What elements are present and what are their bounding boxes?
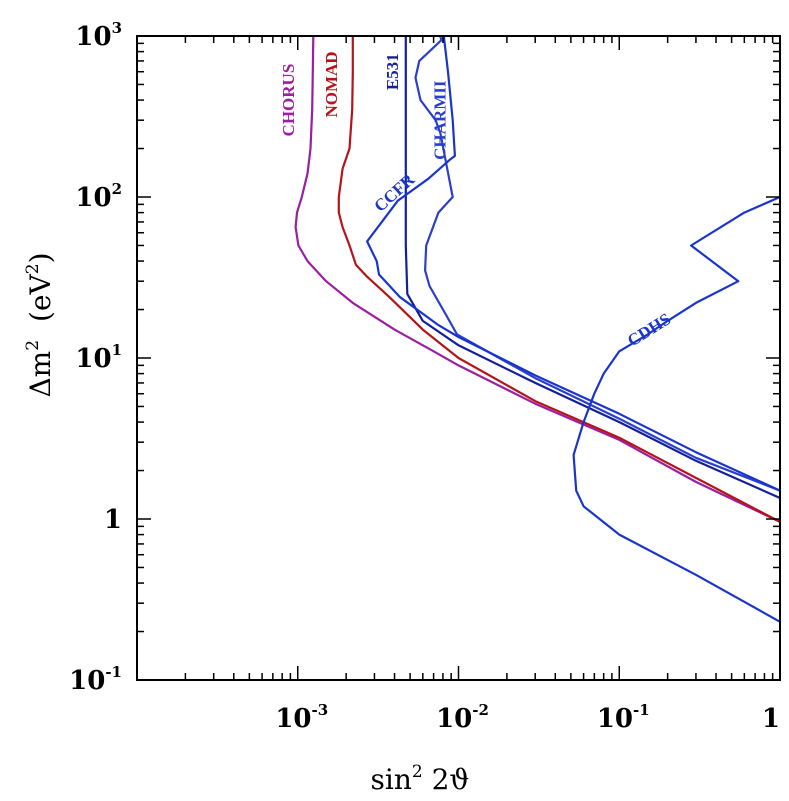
y-axis-title-unit: (eV — [24, 273, 57, 321]
ticks-layer — [136, 36, 780, 681]
y-tick-label: 101 — [75, 341, 122, 374]
y-axis-title-sup: 2 — [23, 340, 43, 351]
y-tick-label-exponent: 3 — [112, 19, 122, 37]
x-tick-label-exponent: -2 — [472, 701, 489, 719]
curve-label-e531: E531 — [383, 53, 402, 90]
y-tick-label-base: 10 — [75, 183, 111, 213]
x-tick-label: 10-2 — [436, 701, 489, 734]
x-tick-label-base: 10 — [436, 704, 472, 734]
curve-charmii — [414, 35, 781, 492]
curve-chorus — [294, 35, 781, 523]
x-tick-label-base: 10 — [275, 704, 311, 734]
y-tick-label-base: 10 — [75, 22, 111, 52]
curve-label-charmii: CHARMII — [430, 80, 449, 160]
x-axis-title-base: sin — [371, 763, 412, 796]
y-axis-title-unit-close: ) — [24, 252, 57, 263]
curves-layer — [294, 35, 781, 623]
y-tick-label-base: 10 — [69, 666, 105, 696]
y-tick-label: 103 — [75, 19, 122, 52]
curve-cdhs — [572, 195, 781, 623]
y-tick-label-base: 1 — [104, 505, 122, 535]
x-tick-label: 1 — [762, 704, 780, 734]
y-axis-title-unit-sup: 2 — [23, 263, 43, 274]
y-tick-label: 102 — [75, 180, 122, 213]
x-tick-label-base: 1 — [762, 704, 780, 734]
x-axis-title: sin2 2ϑ — [371, 762, 470, 796]
x-axis-title-sup: 2 — [412, 762, 423, 782]
x-tick-label-exponent: -1 — [633, 701, 650, 719]
curve-nomad — [337, 36, 781, 523]
x-tick-label: 10-3 — [275, 701, 328, 734]
y-tick-label-exponent: 1 — [112, 341, 122, 359]
curve-label-cdhs: CDHS — [624, 309, 674, 350]
curve-label-chorus: CHORUS — [279, 64, 298, 137]
y-axis-title: Δm2(eV2) — [23, 252, 57, 397]
curve-label-ccfr: CCFR — [370, 170, 418, 216]
x-tick-label-exponent: -3 — [312, 701, 329, 719]
curve-label-nomad: NOMAD — [322, 51, 341, 117]
y-tick-label-exponent: 2 — [112, 180, 122, 198]
x-tick-label-base: 10 — [597, 704, 633, 734]
y-axis-title-base: Δm — [24, 351, 57, 398]
y-tick-label: 10-1 — [69, 663, 122, 696]
y-tick-label-base: 10 — [75, 344, 111, 374]
x-axis-title-rest: 2ϑ — [423, 763, 470, 796]
y-tick-label-exponent: -1 — [105, 663, 122, 681]
curve-ccfr — [366, 35, 781, 492]
x-tick-label: 10-1 — [597, 701, 650, 734]
y-tick-label: 1 — [104, 505, 122, 535]
